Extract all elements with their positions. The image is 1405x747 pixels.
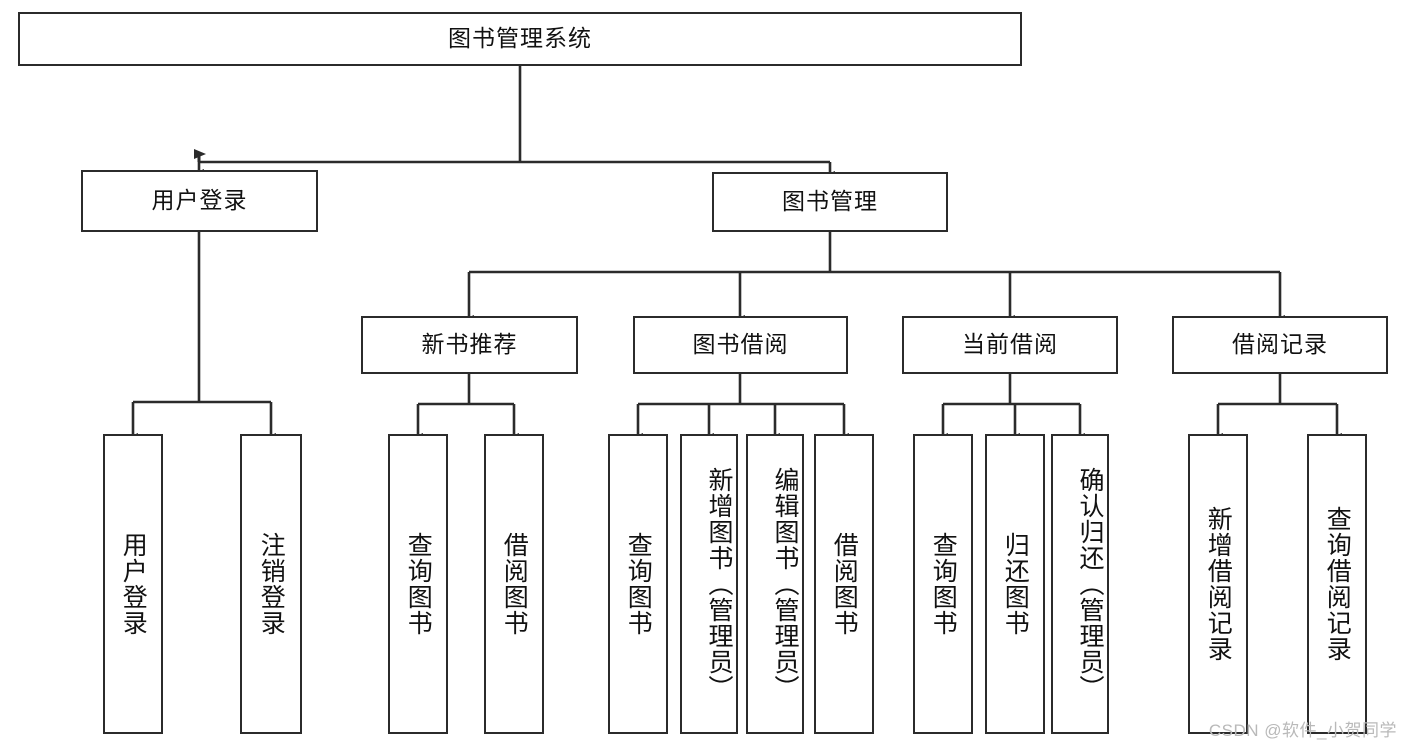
- node-leaf-query-books-current[interactable]: 查询图书: [913, 434, 973, 734]
- node-book-borrow-label: 图书借阅: [692, 331, 789, 358]
- node-leaf-query-borrow-record[interactable]: 查询借阅记录: [1307, 434, 1367, 734]
- node-book-management[interactable]: 图书管理: [712, 172, 948, 232]
- node-new-book-recommend[interactable]: 新书推荐: [361, 316, 578, 374]
- node-leaf-query-books-current-label: 查询图书: [929, 532, 958, 636]
- node-leaf-logout-login-label: 注销登录: [257, 532, 286, 636]
- node-leaf-query-borrow-record-label: 查询借阅记录: [1323, 506, 1352, 662]
- node-leaf-return-book-label: 归还图书: [1001, 532, 1030, 636]
- node-leaf-query-books-borrow-label: 查询图书: [624, 532, 653, 636]
- node-leaf-add-book-admin-label: 新增图书（管理员）: [705, 467, 733, 701]
- node-leaf-edit-book-admin-label: 编辑图书（管理员）: [771, 467, 799, 701]
- node-leaf-borrow-books-rec[interactable]: 借阅图书: [484, 434, 544, 734]
- node-leaf-user-login-label: 用户登录: [119, 532, 148, 636]
- node-borrow-record[interactable]: 借阅记录: [1172, 316, 1388, 374]
- node-leaf-query-books-rec[interactable]: 查询图书: [388, 434, 448, 734]
- node-leaf-borrow-book-label: 借阅图书: [830, 532, 859, 636]
- node-borrow-record-label: 借阅记录: [1232, 331, 1328, 358]
- node-new-book-recommend-label: 新书推荐: [421, 331, 518, 358]
- node-leaf-logout-login[interactable]: 注销登录: [240, 434, 302, 734]
- node-leaf-borrow-books-rec-label: 借阅图书: [500, 532, 529, 636]
- node-root[interactable]: 图书管理系统: [18, 12, 1022, 66]
- node-user-login[interactable]: 用户登录: [81, 170, 318, 232]
- node-leaf-edit-book-admin[interactable]: 编辑图书（管理员）: [746, 434, 804, 734]
- node-leaf-confirm-return-admin-label: 确认归还（管理员）: [1076, 467, 1104, 701]
- node-book-management-label: 图书管理: [782, 188, 878, 215]
- node-leaf-return-book[interactable]: 归还图书: [985, 434, 1045, 734]
- node-current-borrow-label: 当前借阅: [962, 331, 1058, 358]
- node-current-borrow[interactable]: 当前借阅: [902, 316, 1118, 374]
- node-leaf-confirm-return-admin[interactable]: 确认归还（管理员）: [1051, 434, 1109, 734]
- node-leaf-query-books-borrow[interactable]: 查询图书: [608, 434, 668, 734]
- node-leaf-add-borrow-record-label: 新增借阅记录: [1204, 506, 1233, 662]
- node-leaf-query-books-rec-label: 查询图书: [404, 532, 433, 636]
- node-leaf-add-borrow-record[interactable]: 新增借阅记录: [1188, 434, 1248, 734]
- node-book-borrow[interactable]: 图书借阅: [633, 316, 848, 374]
- node-root-label: 图书管理系统: [448, 25, 592, 52]
- node-leaf-add-book-admin[interactable]: 新增图书（管理员）: [680, 434, 738, 734]
- node-leaf-borrow-book[interactable]: 借阅图书: [814, 434, 874, 734]
- node-leaf-user-login[interactable]: 用户登录: [103, 434, 163, 734]
- node-user-login-label: 用户登录: [151, 187, 248, 214]
